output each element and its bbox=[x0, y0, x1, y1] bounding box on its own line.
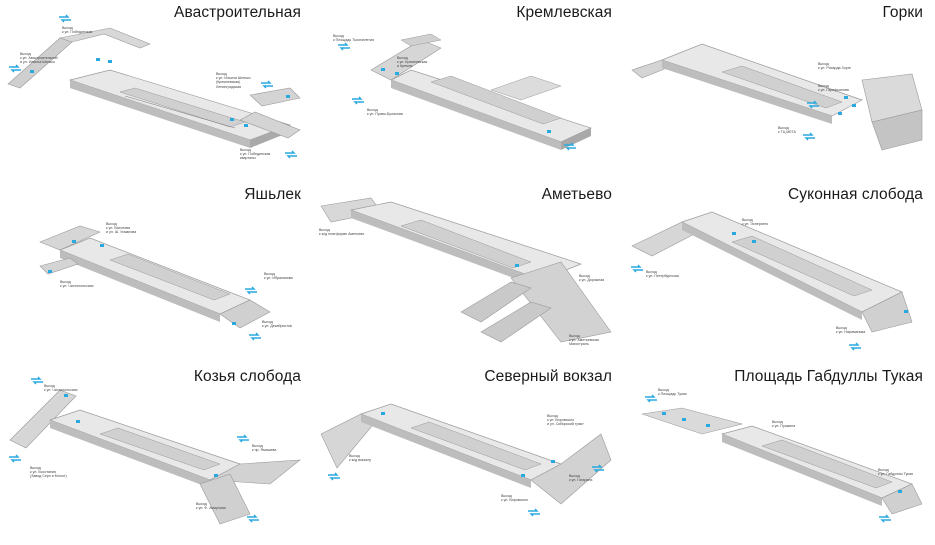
exit-label: Выход к ул. Аметьевская Магистраль bbox=[569, 334, 599, 347]
exit-arrow-icon bbox=[9, 454, 21, 463]
exit-arrow-icon bbox=[528, 508, 540, 517]
exit-label: Выход к ТЦ МЕГА bbox=[778, 126, 796, 135]
exit-label: Выход к ул. Ф. Амирхана bbox=[196, 502, 226, 511]
station-title: Козья слобода bbox=[193, 368, 301, 385]
exit-arrow-icon bbox=[328, 472, 340, 481]
exit-label: Выход к ул. Восстания (Завод Серп и Моло… bbox=[30, 466, 67, 479]
exit-arrow-icon bbox=[247, 514, 259, 523]
exit-label: Выход к ул. Воровского bbox=[501, 494, 529, 503]
exit-arrow-icon bbox=[352, 96, 364, 105]
exit-label: Выход к ул. Авастроительной и ул. Ильича… bbox=[20, 52, 58, 65]
exit-label: Выход к ул. Гарифьянова bbox=[818, 84, 849, 93]
exit-label: Выход к пр. Ямашева bbox=[252, 444, 277, 453]
station-panel-sukonnaya-sloboda: Суконная слобода Выход к ул. Эсперанто В… bbox=[622, 182, 933, 363]
exit-label: Выход к ул. Дорожная bbox=[579, 274, 605, 283]
exit-label: Выход к ул. Рихарда Зорге bbox=[818, 62, 851, 71]
exit-arrow-icon bbox=[849, 342, 861, 351]
station-panel-kremlevskaya: Кремлевская Выход к Площадь Тысячелетия … bbox=[311, 0, 622, 181]
exit-arrow-icon bbox=[879, 514, 891, 523]
station-panel-ametyevo: Аметьево Выход к ж/д платформе Аметьево … bbox=[311, 182, 622, 363]
exit-arrow-icon bbox=[285, 150, 297, 159]
exit-label: Выход к ул. Чистопольская bbox=[60, 280, 94, 289]
exit-label: Выход к ул. Ибрагимова bbox=[264, 272, 293, 281]
station-title: Кремлевская bbox=[516, 4, 612, 21]
station-panel-ploshchad-tukaya: Площадь Габдуллы Тукая Выход к Площадь Т… bbox=[622, 364, 933, 545]
exit-arrow-icon bbox=[807, 100, 819, 109]
exit-arrow-icon bbox=[631, 264, 643, 273]
exit-arrow-icon bbox=[645, 394, 657, 403]
exit-arrow-icon bbox=[261, 80, 273, 89]
exit-arrow-icon bbox=[59, 14, 71, 23]
exit-arrow-icon bbox=[245, 286, 257, 295]
exit-arrow-icon bbox=[564, 142, 576, 151]
exit-label: Выход к ж/д вокзалу bbox=[349, 454, 372, 463]
exit-label: Выход к ул. Побединская кварталы bbox=[240, 148, 271, 161]
station-diagram bbox=[370, 33, 592, 150]
station-panel-yashlek: Яшьлек Выход к ул. Вахитова и ул. Ш. Усм… bbox=[0, 182, 311, 363]
exit-label: Выход к ул. Кремлевская и Кремль bbox=[397, 56, 428, 69]
exit-label: Выход к ул. Габдуллы Тукая bbox=[878, 468, 913, 477]
exit-arrow-icon bbox=[803, 132, 815, 141]
exit-label: Выход к ул. Нариманова bbox=[836, 326, 866, 335]
station-diagram bbox=[39, 225, 271, 329]
exit-arrow-icon bbox=[237, 434, 249, 443]
station-title: Аметьево bbox=[541, 186, 612, 203]
exit-label: Выход к Площадь Тукая bbox=[658, 388, 687, 397]
station-diagram bbox=[7, 27, 301, 148]
exit-label: Выход к ул. Чистопольская bbox=[44, 384, 78, 393]
station-title: Горки bbox=[882, 4, 923, 21]
exit-arrow-icon bbox=[592, 464, 604, 473]
exit-label: Выход к ул. Декабристов bbox=[262, 320, 292, 329]
exit-arrow-icon bbox=[249, 332, 261, 341]
exit-arrow-icon bbox=[338, 42, 350, 51]
exit-label: Выход к ул. Петербургская bbox=[646, 270, 679, 279]
exit-label: Выход к Площадь Тысячелетия bbox=[333, 34, 374, 43]
station-diagram bbox=[320, 403, 612, 505]
station-title: Северный вокзал bbox=[484, 368, 612, 385]
exit-label: Выход к ж/д платформе Аметьево bbox=[319, 228, 365, 237]
station-diagram bbox=[320, 197, 612, 343]
exit-label: Выход к ул. Эсперанто bbox=[742, 218, 769, 227]
exit-label: Выход к ул. Пушкина bbox=[772, 420, 796, 429]
exit-label: Выход к ул. Право-Булачная bbox=[367, 108, 403, 117]
station-title: Авастроительная bbox=[174, 4, 301, 21]
exit-label: Выход к ул. Ильича Шенько (Кремлевская) … bbox=[216, 72, 251, 89]
exit-label: Выход к ул. Побединская bbox=[62, 26, 93, 35]
exit-label: Выход к ул. Воровского и ул. Сибирский т… bbox=[547, 414, 584, 427]
station-title: Суконная слобода bbox=[788, 186, 923, 203]
station-title: Яшьлек bbox=[244, 186, 301, 203]
exit-label: Выход к ул. Вахитова и ул. Ш. Усманова bbox=[106, 222, 137, 235]
station-diagram bbox=[631, 43, 923, 151]
station-title: Площадь Габдуллы Тукая bbox=[734, 368, 923, 385]
station-panel-gorki: Горки Выход к ул. Рихарда Зорге Выход к … bbox=[622, 0, 933, 181]
station-diagram bbox=[641, 407, 923, 515]
station-panel-avastroitelnaya: Авастроительная Выход к ул. Побединская … bbox=[0, 0, 311, 181]
station-diagram bbox=[9, 389, 301, 525]
exit-arrow-icon bbox=[31, 376, 43, 385]
station-diagram bbox=[631, 211, 913, 333]
exit-label: Выход к ул. Гагарина bbox=[569, 474, 593, 483]
station-panel-kozya-sloboda: Козья слобода Выход к ул. Чистопольская … bbox=[0, 364, 311, 545]
station-panel-severny-vokzal: Северный вокзал Выход к ж/д вокзалу Выхо… bbox=[311, 364, 622, 545]
exit-arrow-icon bbox=[9, 64, 21, 73]
